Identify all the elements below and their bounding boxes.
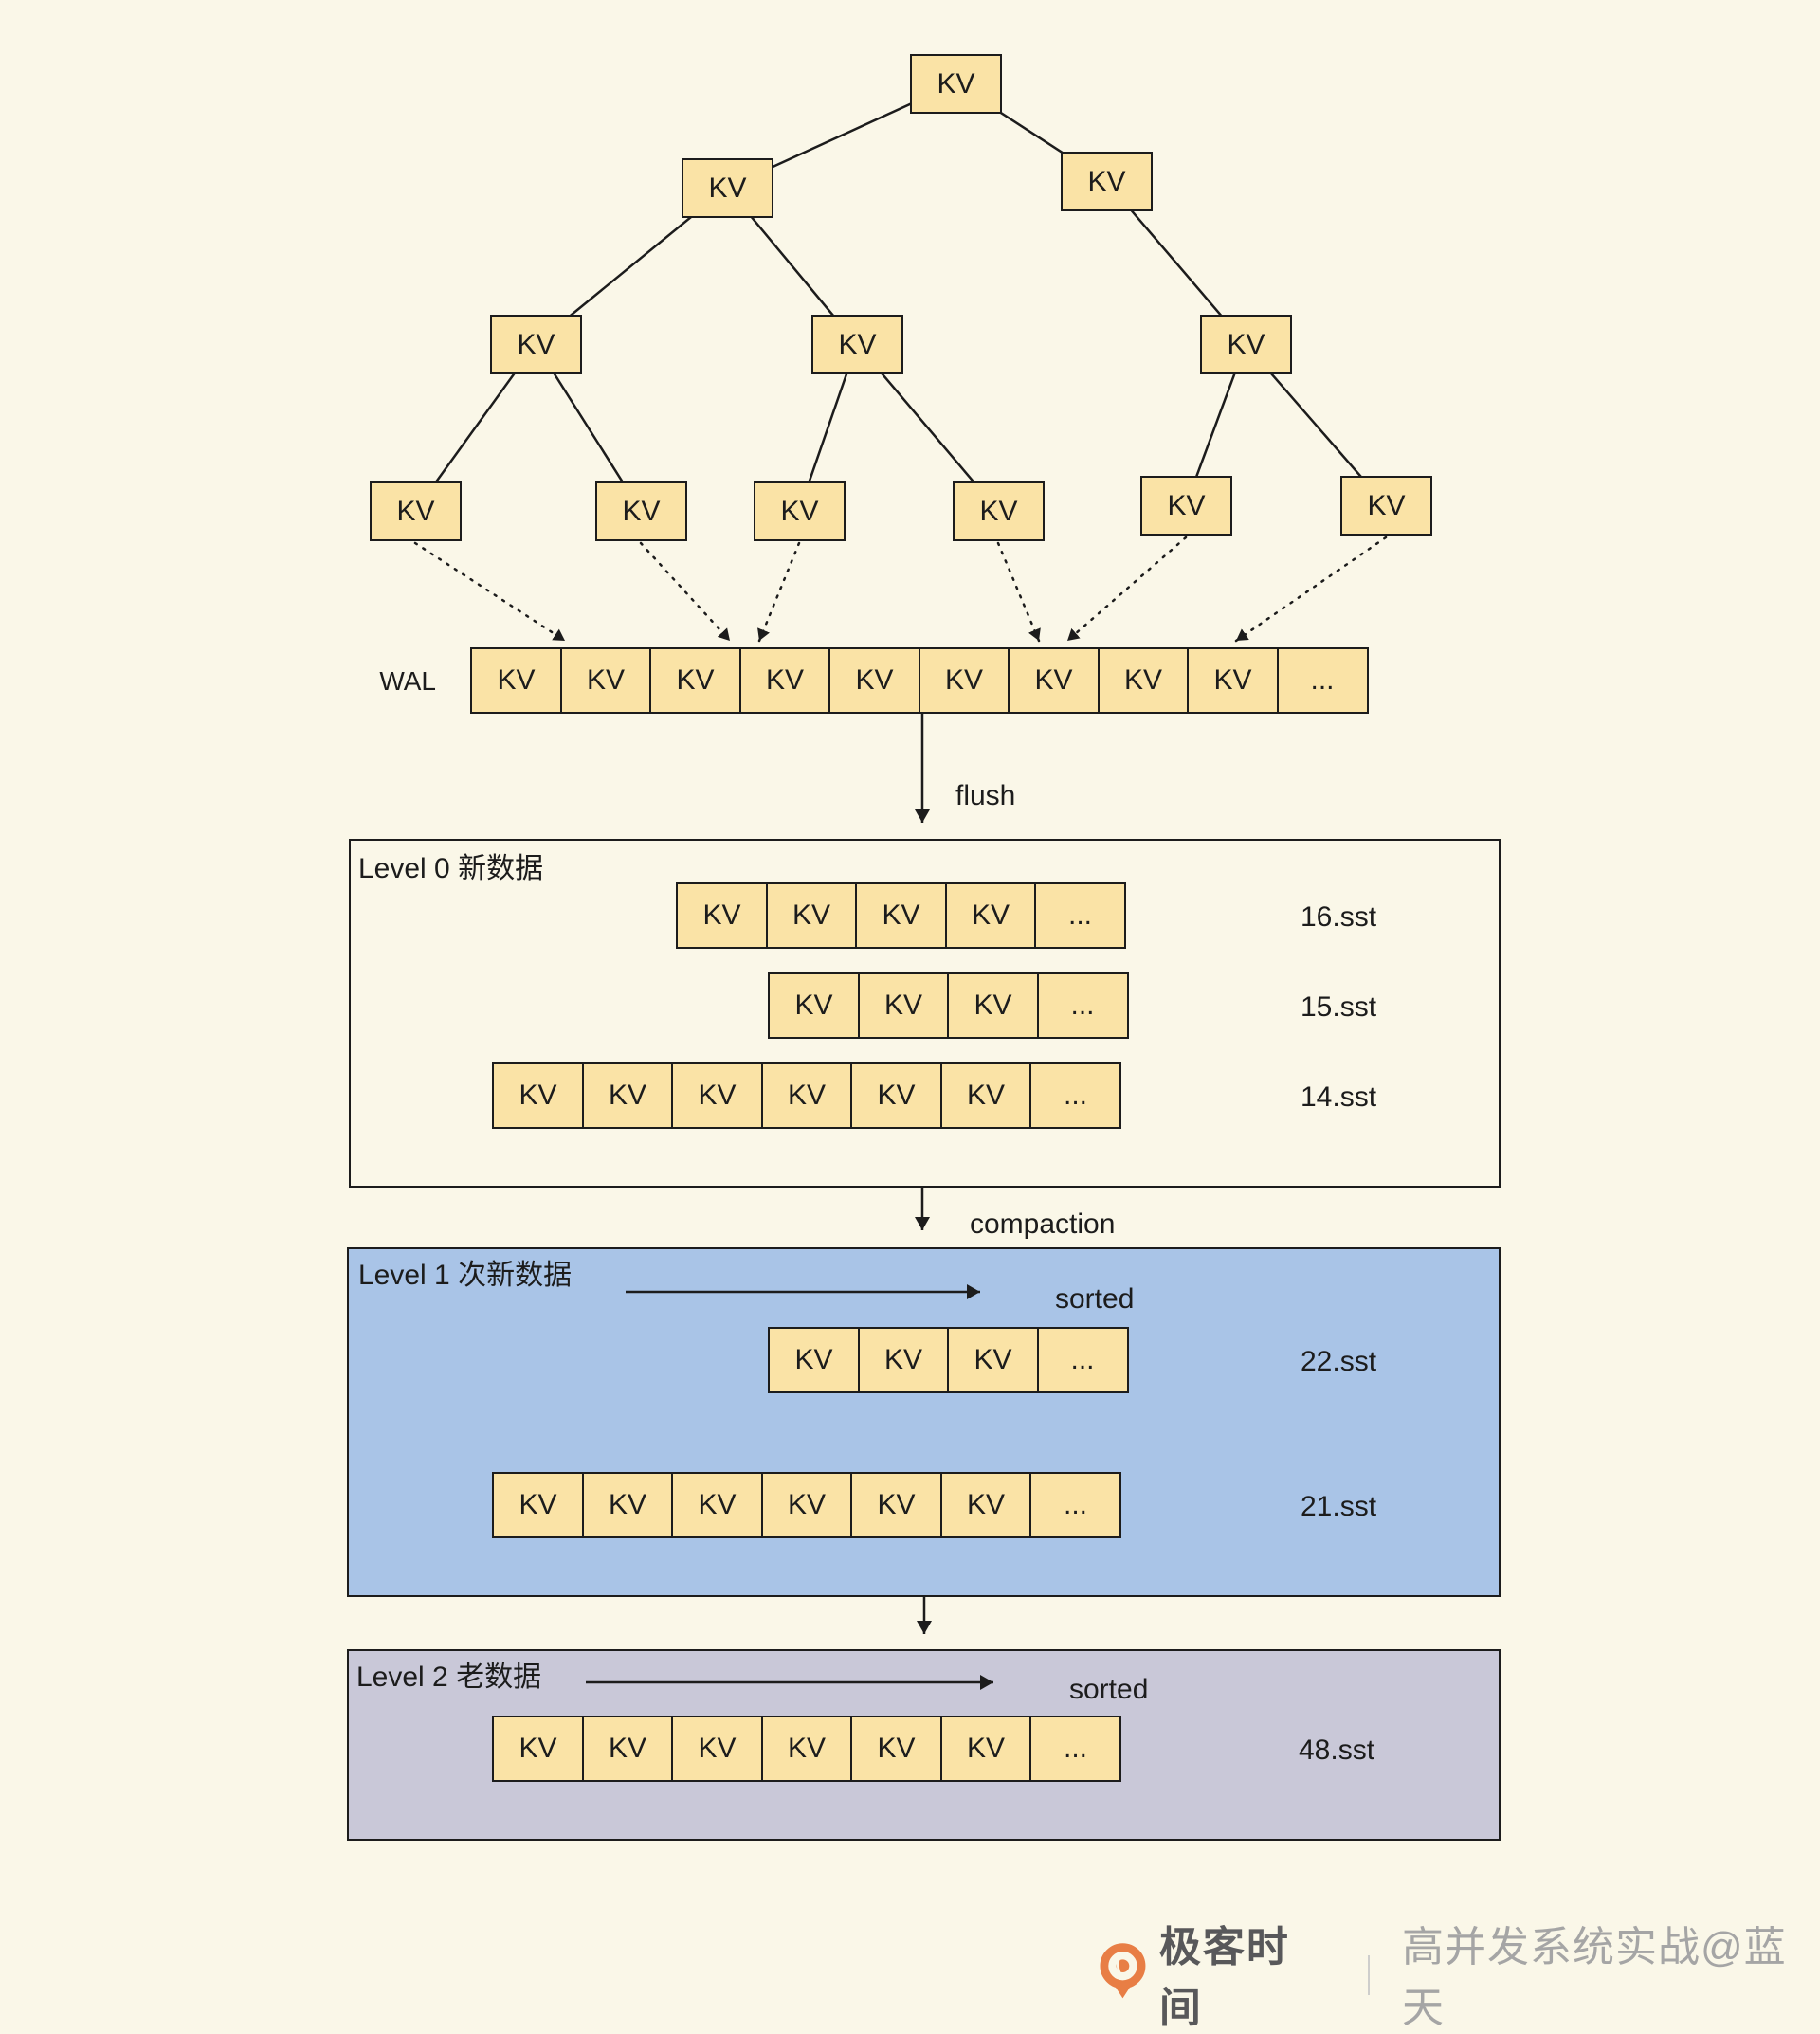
level1-sorted-label: sorted <box>1055 1283 1135 1315</box>
kv-cell: ... <box>1029 1472 1121 1538</box>
kv-cell: KV <box>947 972 1039 1039</box>
kv-cell: KV <box>581 1472 674 1538</box>
kv-cell: KV <box>768 972 860 1039</box>
tree-leaf-1: KV <box>370 481 462 541</box>
level1-title: Level 1 次新数据 <box>358 1260 573 1291</box>
kv-cell: KV <box>850 1472 942 1538</box>
kv-cell: KV <box>559 647 652 714</box>
tree-leaf-6: KV <box>1340 476 1432 536</box>
tree-leaf-3: KV <box>754 481 846 541</box>
kv-cell: ... <box>1029 1716 1121 1782</box>
tree-node-l2-right: KV <box>1061 152 1153 211</box>
watermark-credit-text: 高并发系统实战@蓝天 <box>1401 1924 1787 2031</box>
wal-label: WAL <box>379 666 436 696</box>
kv-cell: KV <box>944 882 1037 949</box>
tree-node-l3-middle: KV <box>811 315 903 374</box>
compaction-label: compaction <box>970 1208 1116 1240</box>
kv-cell: KV <box>581 1062 674 1129</box>
kv-cell: KV <box>850 1062 942 1129</box>
leaf-to-wal-dotted-arrows <box>413 536 1388 643</box>
kv-cell: KV <box>470 647 562 714</box>
kv-cell: KV <box>1008 647 1100 714</box>
kv-cell: KV <box>939 1062 1032 1129</box>
flush-label: flush <box>956 780 1016 811</box>
tree-leaf-5: KV <box>1140 476 1232 536</box>
level0-row-15sst-label: 15.sst <box>1301 991 1377 1023</box>
kv-cell: KV <box>671 1716 763 1782</box>
level2-sorted-label: sorted <box>1069 1674 1149 1705</box>
watermark-brand-text: 极客时间 <box>1158 1924 1290 2031</box>
kv-cell: KV <box>492 1716 584 1782</box>
flow-arrows <box>586 714 993 1690</box>
kv-cell: ... <box>1034 882 1126 949</box>
kv-cell: KV <box>857 972 950 1039</box>
level1-box <box>347 1247 1501 1597</box>
kv-cell: KV <box>760 1716 853 1782</box>
kv-cell: KV <box>855 882 947 949</box>
kv-cell: KV <box>768 1327 860 1393</box>
kv-cell: KV <box>939 1472 1032 1538</box>
kv-cell: ... <box>1036 972 1129 1039</box>
level1-row-21sst-label: 21.sst <box>1301 1491 1377 1522</box>
watermark-divider: ｜ <box>1348 1953 1389 1999</box>
geektime-logo-icon <box>1100 1943 1146 1999</box>
level2-title: Level 2 老数据 <box>356 1662 542 1693</box>
tree-leaf-2: KV <box>595 481 687 541</box>
level0-box <box>349 839 1501 1188</box>
level0-title: Level 0 新数据 <box>358 853 544 884</box>
kv-cell: KV <box>492 1062 584 1129</box>
kv-cell: KV <box>850 1716 942 1782</box>
kv-cell: KV <box>738 647 831 714</box>
kv-cell: ... <box>1036 1327 1129 1393</box>
tree-node-l2-left: KV <box>682 158 774 218</box>
kv-cell: KV <box>649 647 741 714</box>
kv-cell: KV <box>857 1327 950 1393</box>
kv-cell: KV <box>760 1062 853 1129</box>
kv-cell: KV <box>760 1472 853 1538</box>
level2-row-48sst-label: 48.sst <box>1299 1734 1375 1766</box>
kv-cell: KV <box>939 1716 1032 1782</box>
kv-cell: KV <box>1187 647 1279 714</box>
kv-cell: KV <box>581 1716 674 1782</box>
tree-edges <box>413 82 1387 512</box>
tree-node-root: KV <box>910 54 1002 114</box>
kv-cell: KV <box>828 647 920 714</box>
tree-leaf-4: KV <box>953 481 1045 541</box>
watermark: 极客时间 ｜ 高并发系统实战@蓝天 <box>1100 1913 1820 2034</box>
kv-cell: KV <box>671 1472 763 1538</box>
kv-cell: KV <box>492 1472 584 1538</box>
level0-row-16sst-label: 16.sst <box>1301 901 1377 933</box>
kv-cell: ... <box>1276 647 1369 714</box>
level1-row-22sst-label: 22.sst <box>1301 1346 1377 1377</box>
kv-cell: KV <box>947 1327 1039 1393</box>
tree-node-l3-right: KV <box>1200 315 1292 374</box>
level0-row-14sst-label: 14.sst <box>1301 1081 1377 1113</box>
kv-cell: KV <box>676 882 768 949</box>
kv-cell: KV <box>765 882 858 949</box>
kv-cell: KV <box>671 1062 763 1129</box>
tree-node-l3-left: KV <box>490 315 582 374</box>
kv-cell: KV <box>918 647 1010 714</box>
kv-cell: KV <box>1097 647 1190 714</box>
kv-cell: ... <box>1029 1062 1121 1129</box>
